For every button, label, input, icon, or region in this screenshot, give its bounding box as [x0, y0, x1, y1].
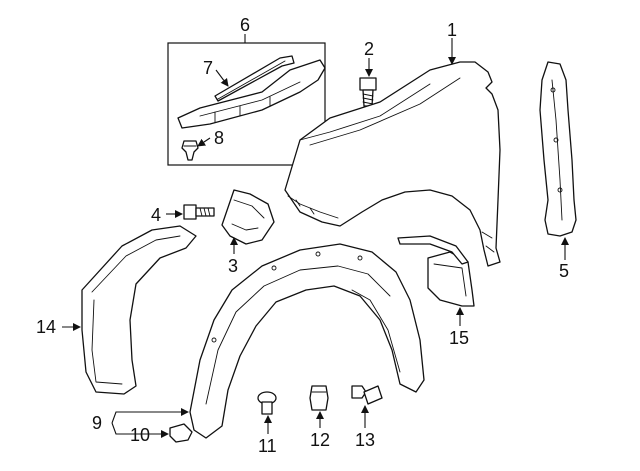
callout-8: 8 [214, 128, 224, 148]
part-4-bolt [183, 204, 215, 220]
callout-7: 7 [203, 58, 213, 78]
callout-12: 12 [310, 430, 330, 450]
callout-labels: 1 2 3 4 5 6 7 8 9 10 11 12 13 14 15 [36, 15, 569, 456]
callout-1: 1 [447, 20, 457, 40]
part-12-nut [309, 385, 329, 411]
callout-4: 4 [151, 205, 161, 225]
part-9-liner [189, 243, 425, 439]
part-14-seal [81, 225, 197, 395]
callout-15: 15 [449, 328, 469, 348]
part-7-moulding [214, 55, 295, 102]
leader-7 [215, 69, 229, 87]
leader-lines [62, 34, 569, 438]
leader-10 [111, 422, 169, 438]
callout-13: 13 [355, 430, 375, 450]
callout-2: 2 [364, 39, 374, 59]
part-10-clip [169, 423, 193, 443]
part-6-group-box [167, 42, 326, 166]
part-5-bracket [539, 61, 577, 237]
leader-8 [197, 137, 211, 147]
callout-6: 6 [240, 15, 250, 35]
part-11-fastener [257, 391, 277, 415]
callout-11: 11 [258, 436, 277, 456]
callout-14: 14 [36, 317, 56, 337]
part-3-bracket [221, 189, 275, 245]
callout-9: 9 [92, 413, 102, 433]
callout-10: 10 [130, 425, 150, 445]
callout-5: 5 [559, 261, 569, 281]
part-2-bolt [359, 77, 377, 107]
part-15-shield [397, 235, 475, 307]
part-8-clip [181, 140, 199, 161]
part-1-fender [284, 61, 501, 267]
part-6-bracket [177, 59, 326, 129]
part-13-clip [351, 385, 383, 405]
callout-3: 3 [228, 256, 238, 276]
leader-9 [111, 408, 189, 424]
